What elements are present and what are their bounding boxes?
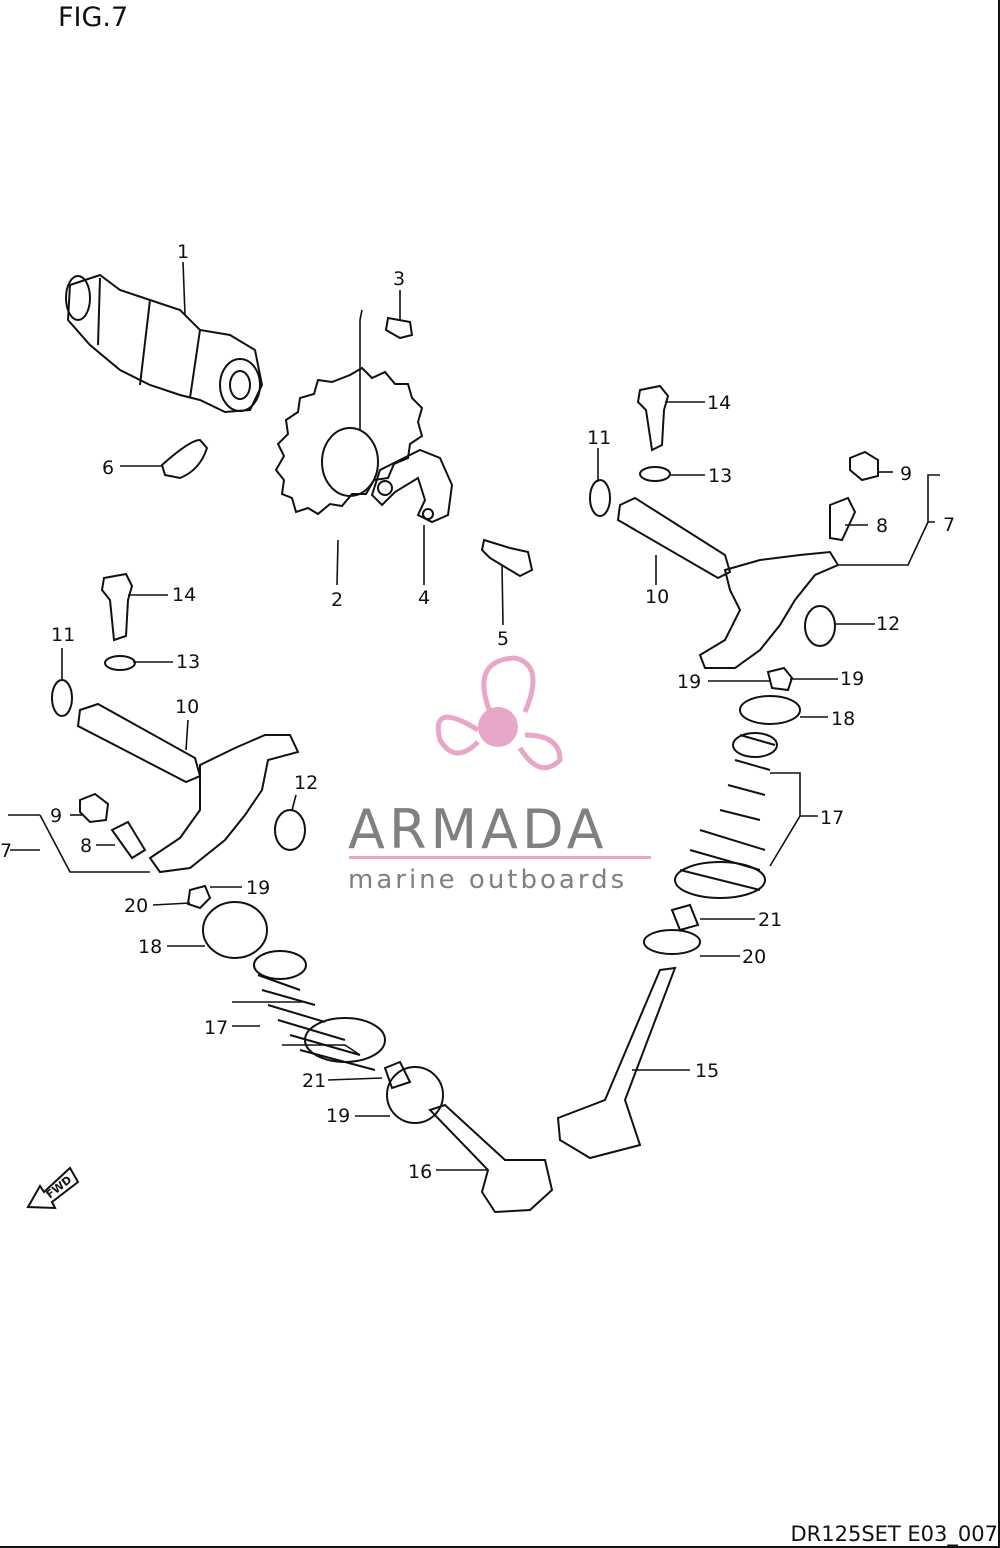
- callout-14-right: 14: [707, 392, 731, 414]
- callout-19-left-a: 19: [246, 877, 270, 899]
- armada-watermark: ARMADA marine outboards: [348, 655, 651, 895]
- callout-8-left: 8: [80, 835, 92, 857]
- oring-part-right: [589, 479, 611, 517]
- callout-16: 16: [408, 1161, 432, 1183]
- bolt-part: [480, 538, 534, 578]
- retainer-part-right: [739, 695, 801, 725]
- callout-17-right: 17: [820, 807, 844, 829]
- spring-part-right: [674, 732, 778, 899]
- watermark-divider: [349, 856, 651, 859]
- seal-part-left: [274, 809, 306, 851]
- callout-19-right-b: 19: [840, 668, 864, 690]
- callout-9-right: 9: [900, 463, 912, 485]
- leader-lines: [8, 261, 940, 1171]
- key-part: [160, 438, 209, 480]
- callout-7-left: 7: [0, 840, 12, 862]
- plate-part: [370, 448, 454, 524]
- figure-title: FIG.7: [58, 2, 129, 33]
- callout-13-right: 13: [708, 465, 732, 487]
- spring-seat-part-right: [643, 929, 701, 955]
- retainer-part-left: [202, 901, 268, 959]
- camshaft-part: [65, 273, 264, 414]
- pin-part: [384, 316, 414, 340]
- callout-12-left: 12: [294, 772, 318, 794]
- callout-4: 4: [418, 587, 430, 609]
- bolt-part-right: [636, 384, 670, 452]
- callout-18-left: 18: [138, 936, 162, 958]
- fwd-arrow-icon: [26, 1166, 80, 1210]
- callout-11-right: 11: [587, 427, 611, 449]
- callout-5: 5: [497, 628, 509, 650]
- nut-part-left: [79, 792, 110, 824]
- rocker-arm-part-right: [698, 550, 840, 669]
- callout-12-right: 12: [876, 613, 900, 635]
- valve-part-left: [428, 1103, 554, 1214]
- callout-20-right: 20: [742, 946, 766, 968]
- callout-21-right: 21: [758, 909, 782, 931]
- callout-17-left: 17: [204, 1017, 228, 1039]
- callout-6: 6: [102, 457, 114, 479]
- adjust-screw-left: [110, 820, 147, 860]
- washer-part-right: [639, 466, 671, 482]
- oring-part-left: [51, 679, 73, 717]
- callout-13-left: 13: [176, 651, 200, 673]
- callout-3: 3: [393, 268, 405, 290]
- cotter-part-right: [766, 666, 794, 692]
- callout-18-right: 18: [831, 708, 855, 730]
- callout-7-right: 7: [943, 514, 955, 536]
- adjust-screw-right: [829, 496, 857, 542]
- callout-labels: 1 3 6 2 4 5 14 11 13 9 8 7 10 12 19 19 1…: [0, 241, 955, 1183]
- callout-21-left: 21: [302, 1070, 326, 1092]
- callout-1: 1: [177, 241, 189, 263]
- seat-part-right: [670, 903, 700, 932]
- callout-11-left: 11: [51, 624, 75, 646]
- callout-10-right: 10: [645, 586, 669, 608]
- nut-part-right: [849, 450, 879, 482]
- document-code: DR125SET E03_007: [790, 1522, 998, 1546]
- valve-part-right: [556, 966, 677, 1160]
- sprocket-part: [274, 366, 424, 516]
- spring-seat-part-left: [386, 1066, 444, 1124]
- seal-part-right: [804, 605, 836, 647]
- callout-19-left-b: 20: [124, 895, 148, 917]
- callout-19-right-a: 19: [677, 671, 701, 693]
- callout-9-left: 9: [50, 805, 62, 827]
- callout-14-left: 14: [172, 584, 196, 606]
- spring-part-left: [253, 950, 386, 1071]
- propeller-icon: [435, 655, 563, 771]
- callout-15: 15: [695, 1060, 719, 1082]
- callout-2: 2: [331, 589, 343, 611]
- rocker-arm-part-left: [148, 734, 300, 874]
- page-border-bottom: [0, 1546, 1000, 1548]
- callout-20-left: 19: [326, 1105, 350, 1127]
- bolt-part-left: [100, 572, 134, 642]
- page-border-right: [998, 0, 1000, 1548]
- watermark-brand: ARMADA: [348, 798, 608, 861]
- watermark-tagline: marine outboards: [348, 865, 627, 895]
- cotter-part-left: [186, 884, 212, 910]
- washer-part-left: [104, 655, 136, 671]
- callout-10-left: 10: [175, 696, 199, 718]
- shaft-part-right: [616, 496, 732, 580]
- callout-8-right: 8: [876, 515, 888, 537]
